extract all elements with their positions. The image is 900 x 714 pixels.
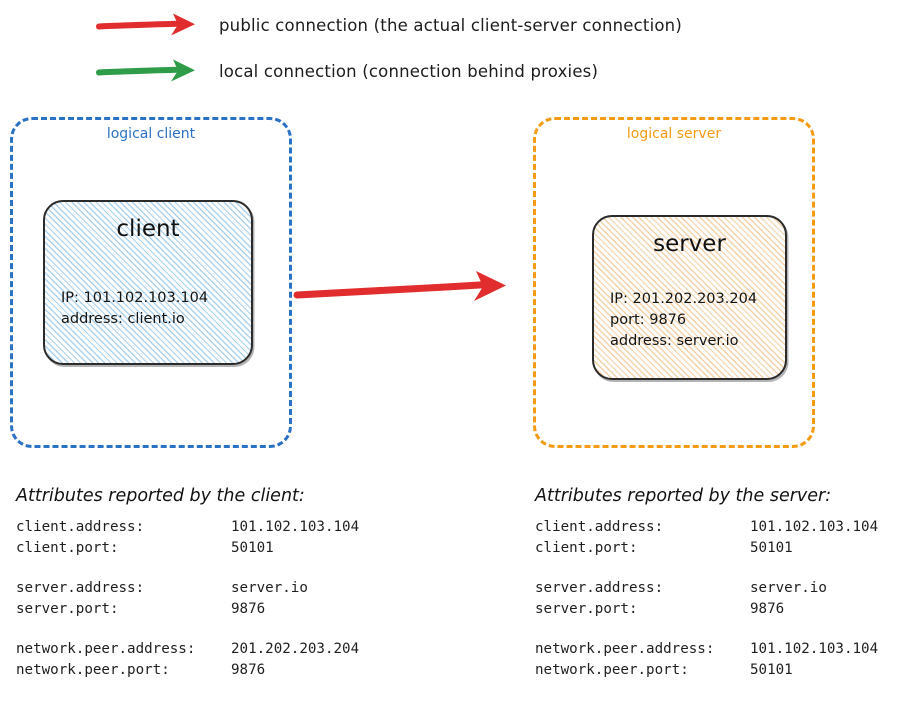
attribute-row: server.port: 9876 bbox=[16, 599, 359, 620]
attribute-row: network.peer.port: 9876 bbox=[16, 660, 359, 681]
attribute-value: 101.102.103.104 bbox=[750, 519, 879, 535]
public-connection-arrow-icon bbox=[292, 266, 524, 316]
attribute-row-spacer bbox=[535, 558, 878, 578]
server-node-title: server bbox=[653, 231, 726, 257]
attribute-value: 50101 bbox=[750, 661, 793, 678]
attributes-server-heading: Attributes reported by the server: bbox=[535, 486, 832, 506]
legend-label-local-connection: local connection (connection behind prox… bbox=[219, 61, 599, 81]
attribute-row: network.peer.port: 50101 bbox=[535, 660, 878, 681]
attribute-key bbox=[16, 558, 231, 578]
attribute-value: 50101 bbox=[231, 539, 274, 556]
legend-item-public-connection: public connection (the actual client-ser… bbox=[95, 10, 682, 40]
attribute-value: server.io bbox=[750, 580, 827, 596]
attribute-row: server.address: server.io bbox=[535, 578, 878, 599]
red-arrow-icon bbox=[95, 10, 205, 40]
attribute-value bbox=[750, 558, 878, 578]
attribute-row: client.port: 50101 bbox=[16, 538, 359, 559]
legend-item-local-connection: local connection (connection behind prox… bbox=[95, 56, 598, 86]
attribute-key: server.address: bbox=[535, 580, 664, 596]
attribute-value bbox=[750, 619, 878, 639]
attribute-value: 101.102.103.104 bbox=[750, 641, 879, 657]
server-node[interactable]: server IP: 201.202.203.204 port: 9876 ad… bbox=[592, 215, 787, 380]
attribute-value: 50101 bbox=[750, 539, 793, 556]
attributes-client-table: client.address: 101.102.103.104 client.por… bbox=[16, 517, 359, 680]
green-arrow-icon bbox=[95, 56, 205, 86]
attribute-row: client.address: 101.102.103.104 bbox=[16, 517, 359, 538]
attribute-key: network.peer.port: bbox=[535, 661, 689, 678]
attribute-key: client.address: bbox=[16, 519, 145, 535]
attribute-key: network.peer.port: bbox=[16, 661, 170, 678]
attribute-value: 9876 bbox=[231, 661, 266, 678]
attribute-key bbox=[535, 619, 750, 639]
attribute-key: server.port: bbox=[16, 600, 119, 617]
attributes-server-block: Attributes reported by the server: clien… bbox=[535, 486, 878, 680]
attribute-value: 9876 bbox=[750, 600, 785, 617]
attribute-key: network.peer.address: bbox=[535, 641, 715, 657]
attribute-key: server.port: bbox=[535, 600, 638, 617]
attribute-key bbox=[535, 558, 750, 578]
attribute-key: network.peer.address: bbox=[16, 641, 196, 657]
attribute-value: server.io bbox=[231, 580, 308, 596]
attribute-key bbox=[16, 619, 231, 639]
attribute-value bbox=[231, 558, 359, 578]
attribute-key: server.address: bbox=[16, 580, 145, 596]
attribute-value: 9876 bbox=[231, 600, 266, 617]
logical-server-label: logical server bbox=[626, 126, 722, 142]
attribute-row: network.peer.address: 101.102.103.104 bbox=[535, 639, 878, 660]
logical-client-group: logical client bbox=[10, 117, 292, 448]
logical-client-label: logical client bbox=[106, 126, 196, 142]
attribute-row-spacer bbox=[16, 558, 359, 578]
logical-server-group: logical server bbox=[533, 117, 815, 448]
attributes-client-block: Attributes reported by the client: clien… bbox=[16, 486, 359, 680]
attribute-value: 201.202.203.204 bbox=[231, 641, 360, 657]
attribute-row: network.peer.address: 201.202.203.204 bbox=[16, 639, 359, 660]
legend-label-public-connection: public connection (the actual client-ser… bbox=[219, 15, 682, 35]
attributes-client-heading: Attributes reported by the client: bbox=[16, 486, 305, 506]
attribute-key: client.address: bbox=[535, 519, 664, 535]
attribute-row: server.address: server.io bbox=[16, 578, 359, 599]
client-node[interactable]: client IP: 101.102.103.104 address: clie… bbox=[43, 200, 253, 365]
attribute-row: server.port: 9876 bbox=[535, 599, 878, 620]
attribute-key: client.port: bbox=[16, 539, 119, 556]
attribute-row: client.address: 101.102.103.104 bbox=[535, 517, 878, 538]
attribute-row-spacer bbox=[16, 619, 359, 639]
server-node-details: IP: 201.202.203.204 port: 9876 address: … bbox=[610, 291, 758, 349]
attribute-value: 101.102.103.104 bbox=[231, 519, 360, 535]
attribute-key: client.port: bbox=[535, 539, 638, 556]
client-node-details: IP: 101.102.103.104 address: client.io bbox=[61, 290, 209, 327]
attribute-value bbox=[231, 619, 359, 639]
attribute-row-spacer bbox=[535, 619, 878, 639]
client-node-title: client bbox=[116, 216, 180, 242]
attributes-server-table: client.address: 101.102.103.104 client.por… bbox=[535, 517, 878, 680]
attribute-row: client.port: 50101 bbox=[535, 538, 878, 559]
